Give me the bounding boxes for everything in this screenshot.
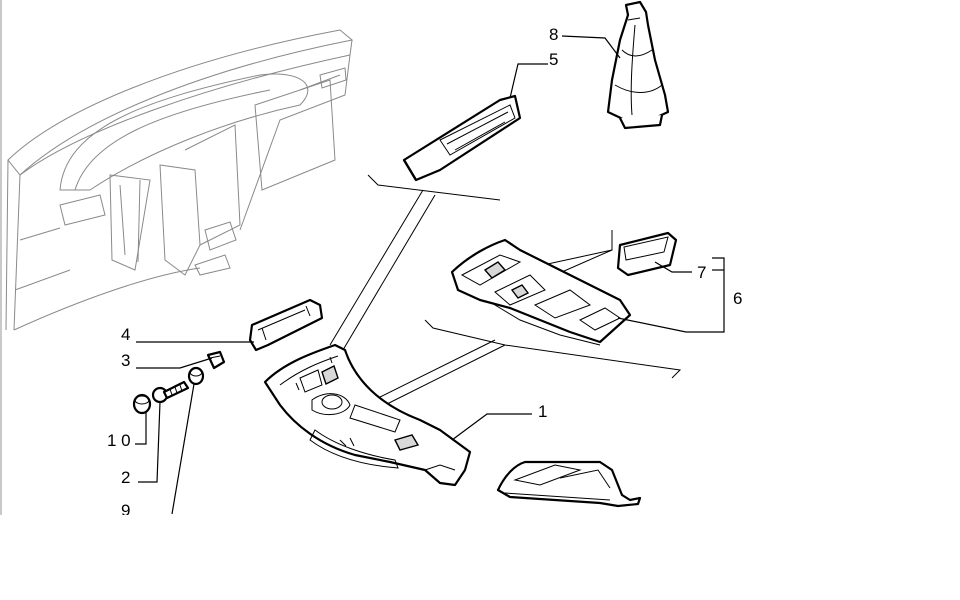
part-8-gear-boot xyxy=(606,0,670,130)
leader-3 xyxy=(136,357,213,369)
fasteners xyxy=(132,366,205,415)
leader-8 xyxy=(561,35,621,59)
leader-1 xyxy=(451,413,532,441)
part-1-center-console xyxy=(263,343,472,487)
leader-7 xyxy=(654,261,692,273)
part-3-clip xyxy=(206,350,226,370)
projection-lines xyxy=(329,174,682,406)
part-6-upper-console xyxy=(450,238,632,346)
part-7-insert xyxy=(616,231,678,277)
callout-10: 1 0 xyxy=(107,431,131,450)
lower-cover xyxy=(496,460,642,508)
bottom-blank-area xyxy=(0,515,960,600)
part-2-screw xyxy=(151,380,190,404)
callout-5: 5 xyxy=(549,50,558,69)
callout-9: 9 xyxy=(121,501,130,520)
leader-5 xyxy=(509,63,548,99)
dashboard-outline xyxy=(5,29,354,331)
callout-7: 7 xyxy=(697,263,706,282)
callout-8: 8 xyxy=(549,25,558,44)
callout-labels: 8 5 7 6 4 3 1 0 2 9 1 xyxy=(107,25,742,520)
frame-left-edge xyxy=(0,0,2,515)
leader-lines xyxy=(135,35,725,515)
part-9-nut xyxy=(187,366,205,386)
callout-4: 4 xyxy=(121,325,130,344)
part-5-tray xyxy=(402,94,522,182)
callout-2: 2 xyxy=(121,468,130,487)
part-4-bracket xyxy=(248,298,324,352)
leader-6-bracket xyxy=(617,257,725,333)
callout-6: 6 xyxy=(733,289,742,308)
leader-9 xyxy=(171,383,195,515)
leader-10 xyxy=(135,412,147,445)
leader-2 xyxy=(138,401,161,483)
callout-1: 1 xyxy=(538,402,547,421)
callout-3: 3 xyxy=(121,351,130,370)
